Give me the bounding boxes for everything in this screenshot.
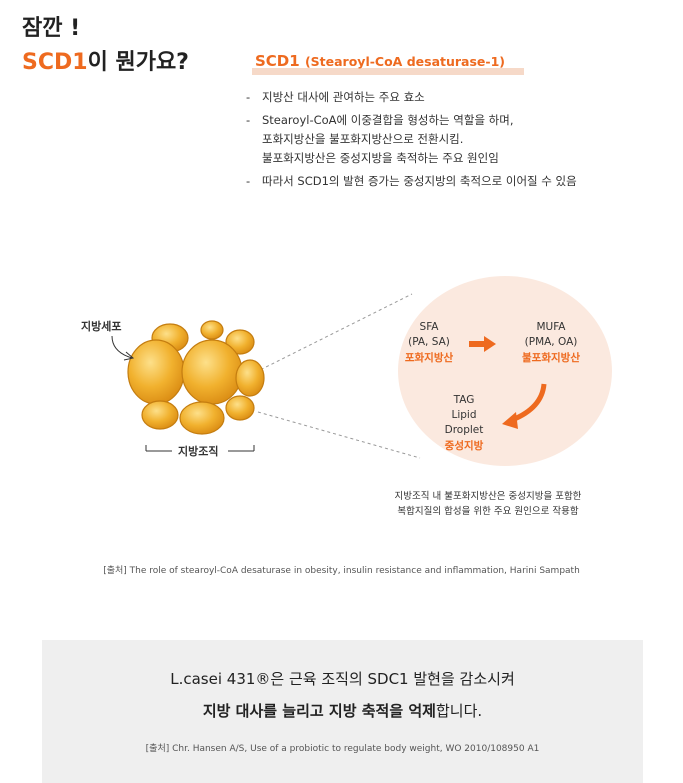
bullet-item: - 따라서 SCD1의 발현 증가는 중성지방의 축적으로 이어질 수 있음 xyxy=(246,172,666,191)
subtitle-paren: (Stearoyl-CoA desaturase-1) xyxy=(304,54,505,69)
summary-rest: 합니다. xyxy=(435,702,483,720)
curved-arrow-icon xyxy=(502,383,547,429)
summary-box xyxy=(42,640,643,783)
headline-line1: 잠깐 ! xyxy=(22,16,81,41)
source-citation: [출처] The role of stearoyl-CoA desaturase… xyxy=(103,566,580,576)
tag-line1: TAG xyxy=(453,394,475,406)
mufa-korean: 불포화지방산 xyxy=(522,352,580,364)
conversion-arrow-icon xyxy=(469,336,496,352)
headline-accent: SCD1 xyxy=(22,50,88,75)
tag-line3: Droplet xyxy=(444,424,484,436)
summary-line2: 지방 대사를 늘리고 지방 축적을 억제합니다. xyxy=(42,700,643,721)
connector-line-top xyxy=(249,293,413,376)
mufa-title: MUFA xyxy=(536,321,566,333)
connector-line-bottom xyxy=(257,411,421,459)
tag-korean: 중성지방 xyxy=(444,440,484,452)
summary-source: [출처] Chr. Hansen A/S, Use of a probiotic… xyxy=(145,744,540,754)
bullet-list: - 지방산 대사에 관여하는 주요 효소 - Stearoyl-CoA에 이중결… xyxy=(246,88,666,191)
sfa-block: SFA (PA, SA) 포화지방산 xyxy=(399,320,459,365)
bullet-text: 따라서 SCD1의 발현 증가는 중성지방의 축적으로 이어질 수 있음 xyxy=(262,174,577,188)
bullet-item: - 지방산 대사에 관여하는 주요 효소 xyxy=(246,88,666,107)
bullet-dash: - xyxy=(246,113,251,127)
summary-line1: L.casei 431®은 근육 조직의 SDC1 발현을 감소시켜 xyxy=(170,670,515,688)
headline-line2: SCD1이 뭔가요? xyxy=(22,44,189,76)
diagram-caption: 지방조직 내 불포화지방산은 중성지방을 포함한 복합지질의 합성을 위한 주요… xyxy=(350,489,626,519)
sfa-title: SFA xyxy=(419,321,439,333)
subtitle-highlight xyxy=(252,68,524,75)
fat-cell-pointer-icon xyxy=(111,335,133,359)
headline-rest: 이 뭔가요? xyxy=(87,50,189,75)
caption-line1: 지방조직 내 불포화지방산은 중성지방을 포함한 xyxy=(394,491,582,502)
process-circle xyxy=(398,276,612,466)
mufa-detail: (PMA, OA) xyxy=(524,336,578,348)
mufa-block: MUFA (PMA, OA) 불포화지방산 xyxy=(508,320,594,365)
sfa-detail: (PA, SA) xyxy=(408,336,450,348)
subtitle-main: SCD1 xyxy=(255,52,300,70)
bullet-text: Stearoyl-CoA에 이중결합을 형성하는 역할을 하며, 포화지방산을 … xyxy=(262,113,514,165)
tag-line2: Lipid xyxy=(451,409,477,421)
fat-cell-label: 지방세포 xyxy=(81,320,122,333)
sfa-korean: 포화지방산 xyxy=(404,352,454,364)
bullet-text: 지방산 대사에 관여하는 주요 효소 xyxy=(262,90,425,104)
subtitle: SCD1 (Stearoyl-CoA desaturase-1) xyxy=(255,52,505,70)
tissue-label: 지방조직 xyxy=(178,445,219,458)
tag-block: TAG Lipid Droplet 중성지방 xyxy=(434,393,494,453)
fat-cell-cluster-icon xyxy=(127,320,265,435)
bullet-dash: - xyxy=(246,90,251,104)
bullet-dash: - xyxy=(246,174,251,188)
caption-line2: 복합지질의 합성을 위한 주요 원인으로 작용함 xyxy=(397,506,579,517)
summary-bold: 지방 대사를 늘리고 지방 축적을 억제 xyxy=(202,702,436,720)
bullet-item: - Stearoyl-CoA에 이중결합을 형성하는 역할을 하며, 포화지방산… xyxy=(246,111,666,168)
